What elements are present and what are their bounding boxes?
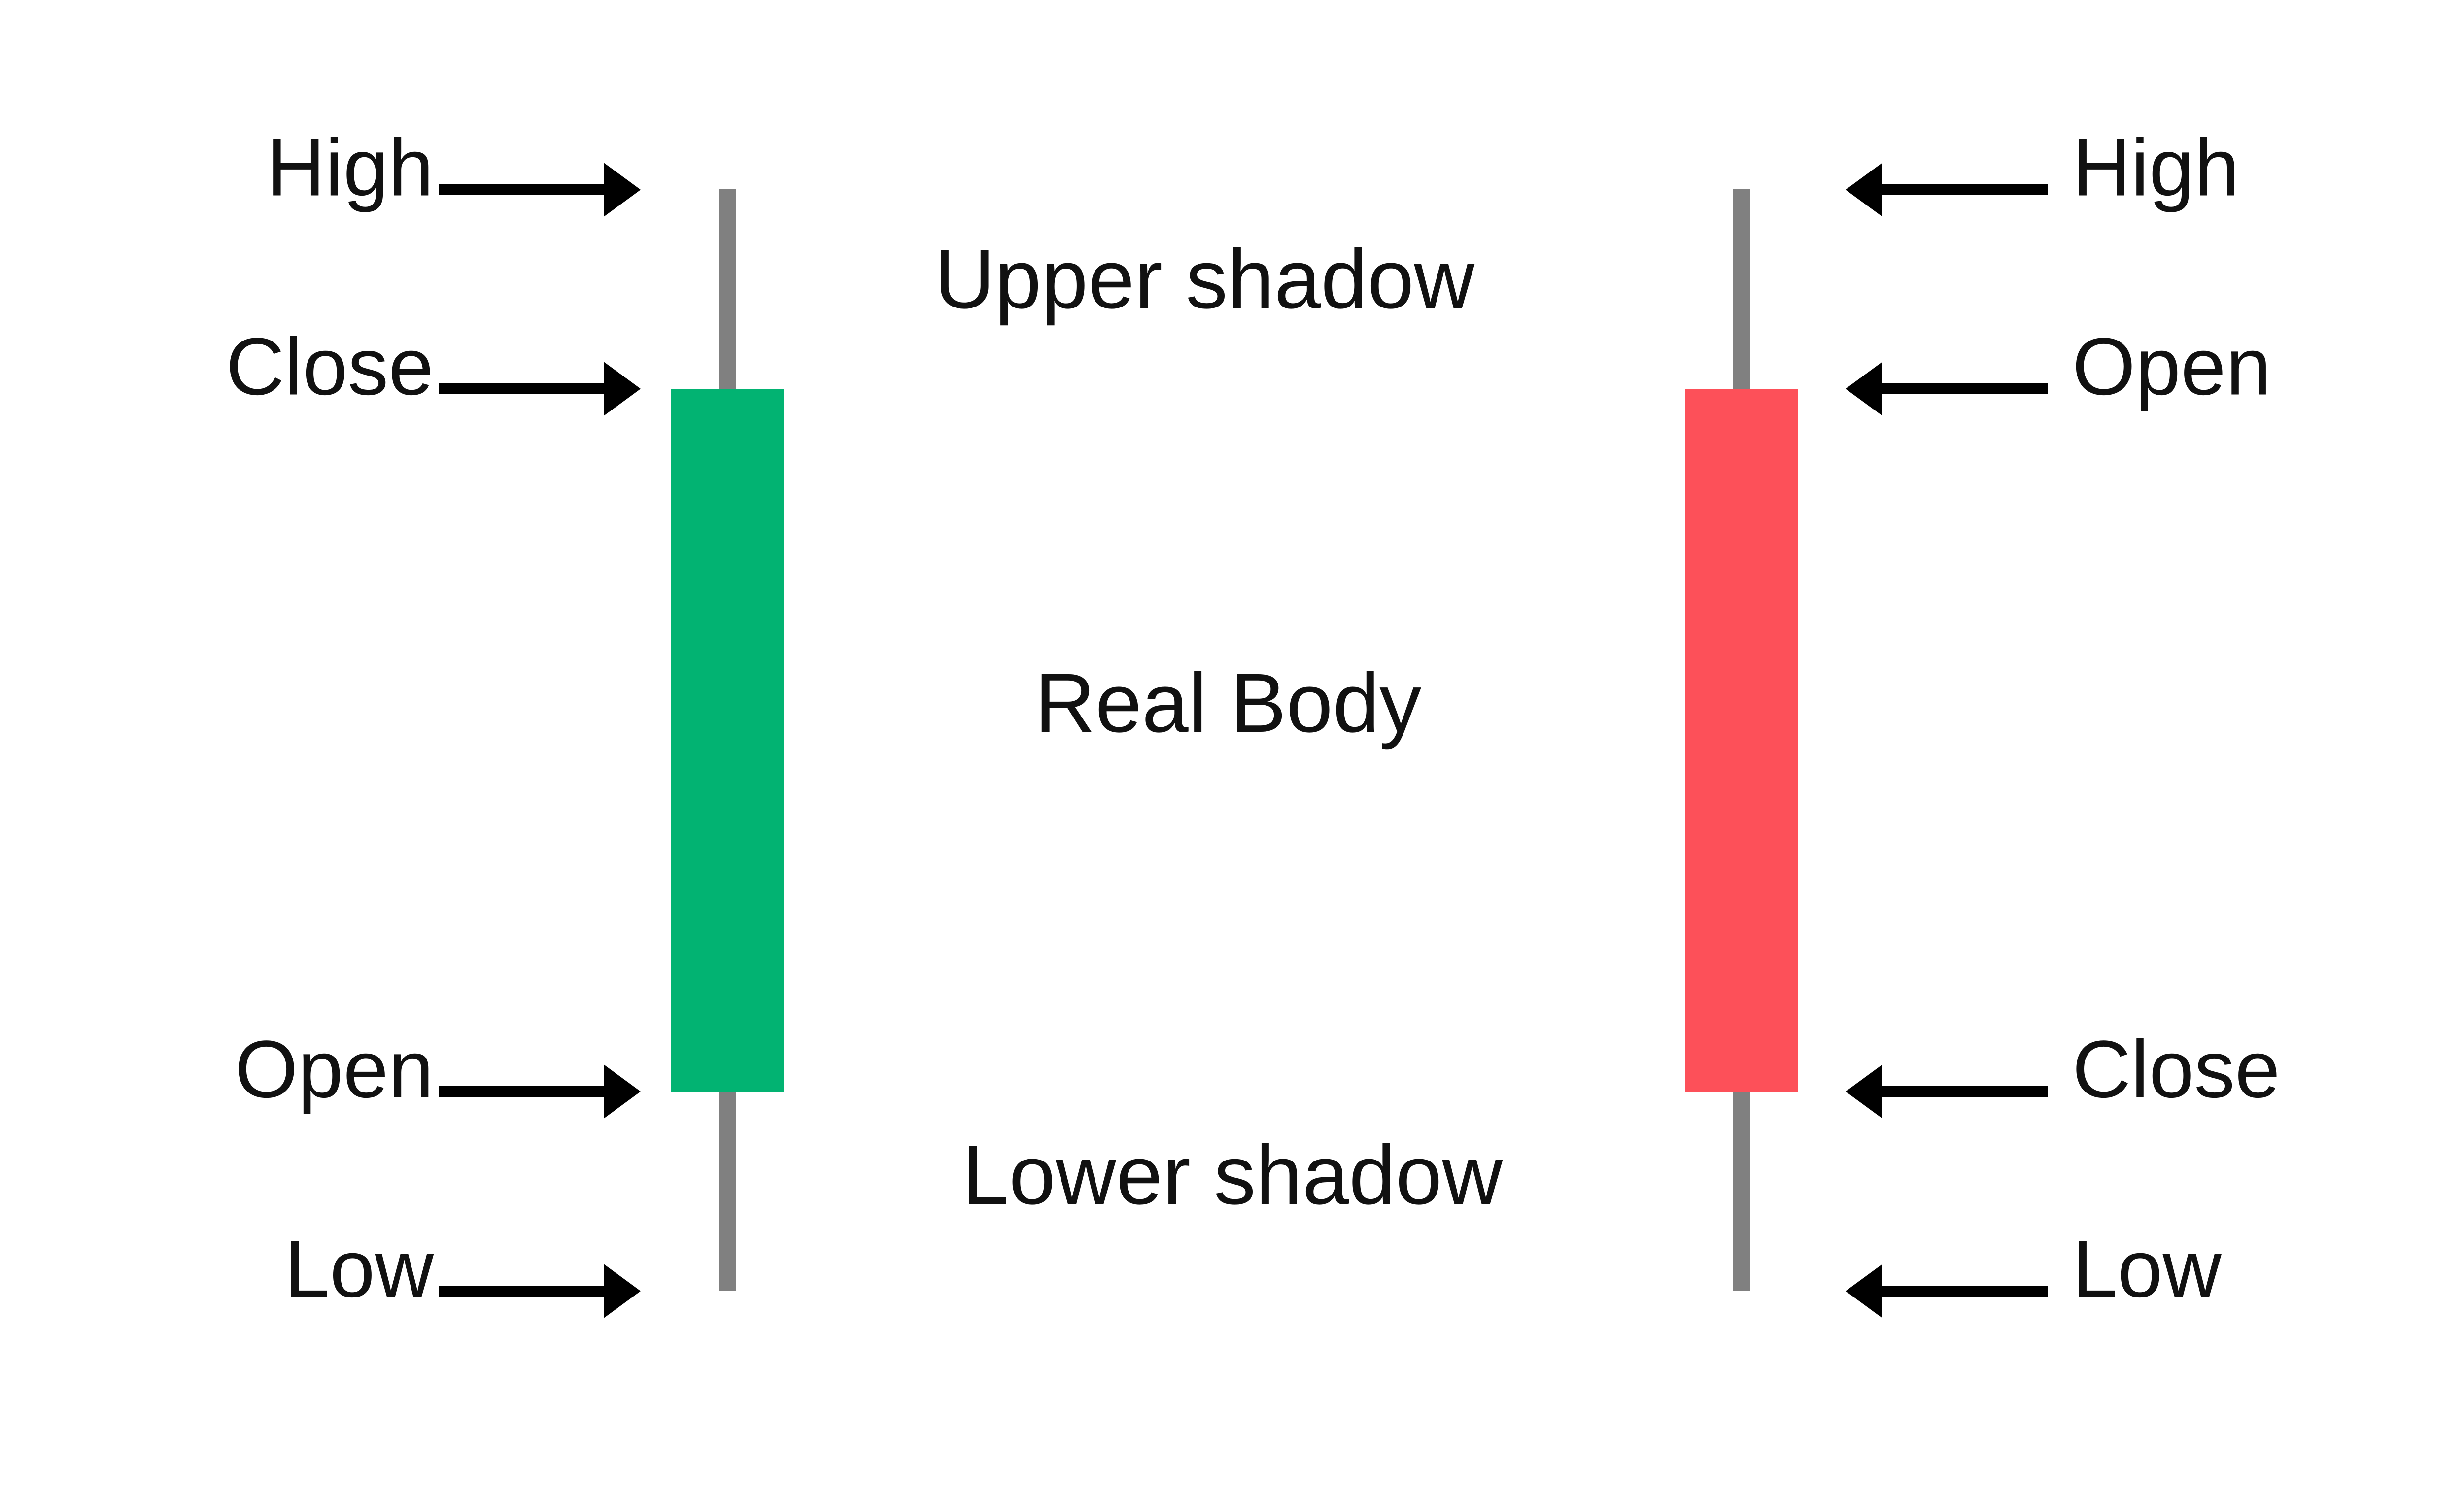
arrow-line — [1880, 383, 2048, 394]
left-open-label: Open — [235, 1024, 434, 1115]
arrow-line — [439, 383, 606, 394]
arrow-head — [604, 362, 641, 416]
arrow-line — [1880, 1286, 2048, 1297]
upper-shadow-label: Upper shadow — [934, 233, 1475, 326]
arrow-left-icon — [1846, 362, 2048, 416]
real-body-label: Real Body — [1034, 656, 1422, 750]
arrow-line — [439, 184, 606, 195]
arrow-head — [1846, 1264, 1882, 1318]
left-high-label: High — [266, 122, 434, 213]
arrow-left-icon — [1846, 163, 2048, 217]
arrow-line — [1880, 184, 2048, 195]
left-low-label: Low — [284, 1223, 434, 1314]
arrow-line — [1880, 1086, 2048, 1097]
left-close-label: Close — [226, 321, 434, 412]
arrow-left-icon — [1846, 1264, 2048, 1318]
right-low-label: Low — [2072, 1223, 2222, 1314]
arrow-line — [439, 1286, 606, 1297]
arrow-head — [1846, 362, 1882, 416]
lower-shadow-label: Lower shadow — [962, 1128, 1503, 1222]
arrow-head — [604, 1264, 641, 1318]
arrow-right-icon — [439, 1264, 641, 1318]
arrow-left-icon — [1846, 1064, 2048, 1119]
right-open-label: Open — [2072, 321, 2271, 412]
arrow-right-icon — [439, 1064, 641, 1119]
arrow-right-icon — [439, 163, 641, 217]
arrow-head — [1846, 163, 1882, 217]
bullish-candle-body — [671, 389, 784, 1092]
right-high-label: High — [2072, 122, 2240, 213]
arrow-head — [604, 1064, 641, 1119]
arrow-head — [604, 163, 641, 217]
right-close-label: Close — [2072, 1024, 2280, 1115]
arrow-line — [439, 1086, 606, 1097]
bearish-candle-body — [1685, 389, 1798, 1092]
arrow-head — [1846, 1064, 1882, 1119]
arrow-right-icon — [439, 362, 641, 416]
